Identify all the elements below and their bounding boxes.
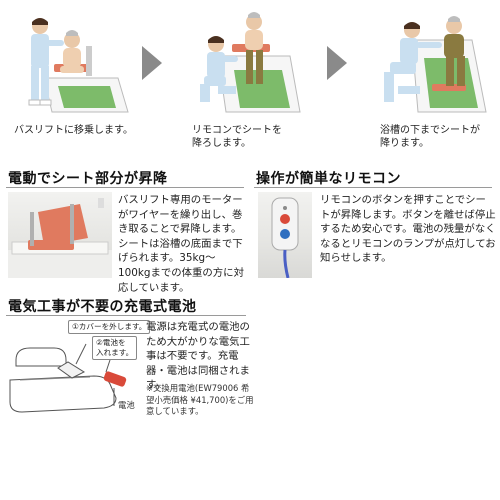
step-1-illustration	[28, 18, 129, 113]
remote-section-text: リモコンのボタンを押すことでシートが昇降します。ボタンを離せば停止するため安心で…	[320, 194, 496, 265]
next-arrow-icon	[327, 46, 347, 80]
step-2-caption: リモコンでシートを 降ろします。	[192, 125, 282, 149]
remote-control-photo	[258, 192, 312, 278]
battery-section-text: 電源は充電式の電池のため大がかりな電気工事は不要です。充電器・電池は同梱されます…	[146, 321, 250, 392]
battery-diagram: ①カバーを外します。 ②電池を 入れます。 電池	[6, 320, 151, 420]
step-1: バスリフトに移乗します。	[0, 0, 140, 150]
step-1-caption: バスリフトに移乗します。	[14, 125, 133, 136]
step-3: 浴槽の下までシートが 降ります。	[362, 0, 500, 150]
step-2: リモコンでシートを 降ろします。	[178, 0, 318, 150]
battery-section-title: 電気工事が不要の充電式電池	[8, 299, 197, 315]
divider	[6, 315, 246, 316]
callout-insert-battery: ②電池を 入れます。	[92, 336, 138, 360]
motor-section-title: 電動でシート部分が昇降	[8, 171, 168, 187]
step-2-illustration	[200, 12, 301, 113]
divider	[254, 187, 492, 188]
callout-remove-cover: ①カバーを外します。	[68, 320, 151, 334]
divider	[6, 187, 244, 188]
next-arrow-icon	[142, 46, 162, 80]
step-3-caption: 浴槽の下までシートが 降ります。	[380, 125, 480, 149]
step-3-illustration	[384, 16, 487, 113]
remote-section-title: 操作が簡単なリモコン	[256, 171, 401, 187]
battery-section-note: ※交換用電池(EW79006 希望小売価格 ¥41,700)をご用意しています。	[146, 383, 254, 416]
motor-section-text: バスリフト専用のモーターがワイヤーを繰り出し、巻き取ることで昇降します。シートは…	[118, 194, 244, 294]
battery-label: 電池	[118, 400, 135, 410]
bath-lift-photo	[8, 192, 112, 278]
